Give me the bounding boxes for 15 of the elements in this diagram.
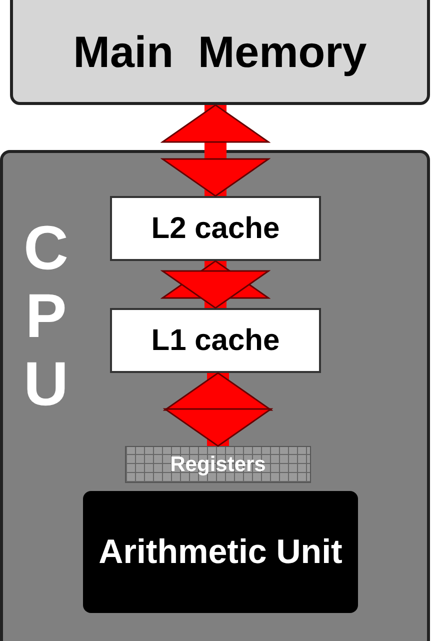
box-label: L1 cache [151, 324, 280, 358]
cache-box [110, 196, 321, 261]
cpu-box [0, 150, 430, 641]
arithmetic-unit-box [83, 491, 358, 613]
double-arrow [162, 104, 270, 197]
box-label: Registers [170, 452, 266, 476]
box-label: Main Memory [73, 28, 367, 78]
double-arrow [162, 260, 270, 309]
box-label: L2 cache [151, 212, 280, 246]
box-label: Arithmetic Unit [98, 532, 342, 573]
double-arrow [164, 372, 272, 447]
vertical-label: CPU [22, 215, 70, 420]
memory-box [10, 0, 430, 105]
cache-box [110, 308, 321, 373]
register-bank [125, 446, 311, 483]
